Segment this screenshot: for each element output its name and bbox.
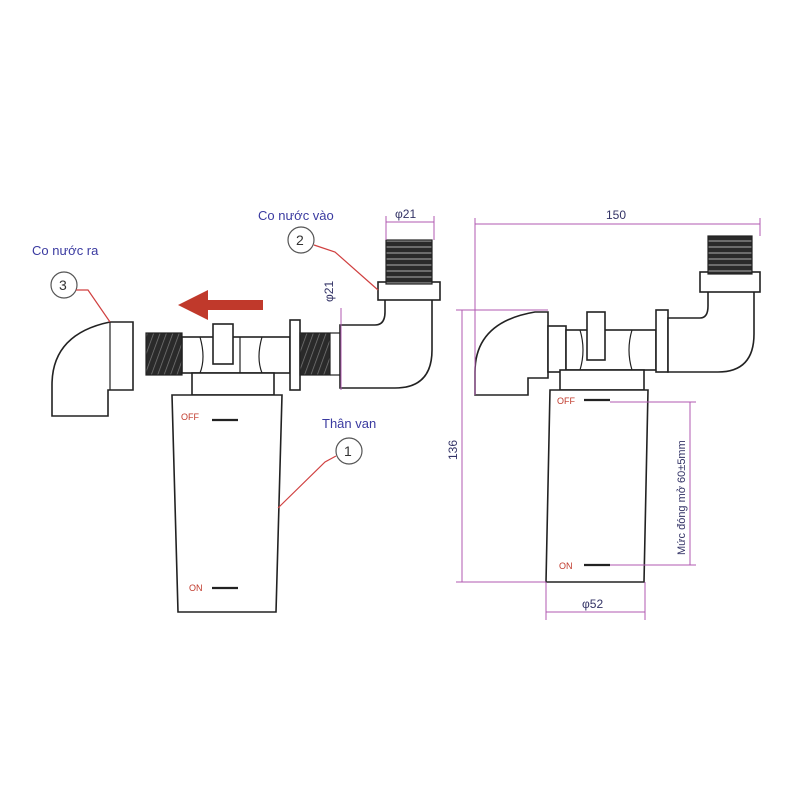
- on-marking-left: ON: [189, 583, 203, 593]
- valve-body-label: Thân van: [322, 416, 376, 431]
- off-marking-right: OFF: [557, 396, 575, 406]
- level-dimension: [610, 401, 696, 566]
- body-diameter-dimension: [545, 582, 646, 620]
- assembled-valve-head: [559, 311, 657, 391]
- assembled-outlet-elbow: [474, 311, 567, 396]
- body-diameter: φ52: [582, 597, 603, 611]
- callout-1-circle: [335, 437, 363, 465]
- assembled-flange: [655, 309, 669, 373]
- height-dimension: [456, 309, 548, 583]
- assembled-inlet-elbow: [667, 235, 761, 373]
- width-dimension: [474, 218, 761, 395]
- inlet-elbow-label: Co nước vào: [258, 208, 334, 223]
- callout-2-circle: [287, 226, 315, 254]
- inlet-elbow: [339, 239, 441, 389]
- callout-1-leader: [277, 455, 337, 509]
- flow-arrow-icon: [178, 290, 263, 320]
- inlet-top-dimension: [385, 216, 435, 240]
- total-height: 136: [446, 440, 460, 460]
- inlet-thread: [299, 332, 331, 376]
- valve-head: [181, 323, 291, 396]
- callout-1: 1: [344, 443, 352, 459]
- callout-2-leader: [313, 244, 379, 291]
- valve-body: [171, 394, 283, 613]
- on-marking-right: ON: [559, 561, 573, 571]
- inlet-diameter-side: φ21: [322, 281, 336, 302]
- outlet-thread: [145, 332, 183, 376]
- off-marking-left: OFF: [181, 412, 199, 422]
- callout-3-leader: [76, 289, 111, 323]
- callout-2: 2: [296, 232, 304, 248]
- outlet-elbow: [51, 321, 134, 417]
- callout-3: 3: [59, 277, 67, 293]
- assembled-valve-body: [545, 389, 649, 583]
- total-width: 150: [606, 208, 626, 222]
- inlet-diameter-top: φ21: [395, 207, 416, 221]
- outlet-elbow-label: Co nước ra: [32, 243, 99, 258]
- flange: [289, 319, 301, 391]
- open-close-level: Mức đóng mở 60±5mm: [676, 440, 688, 555]
- callout-3-circle: [50, 271, 78, 299]
